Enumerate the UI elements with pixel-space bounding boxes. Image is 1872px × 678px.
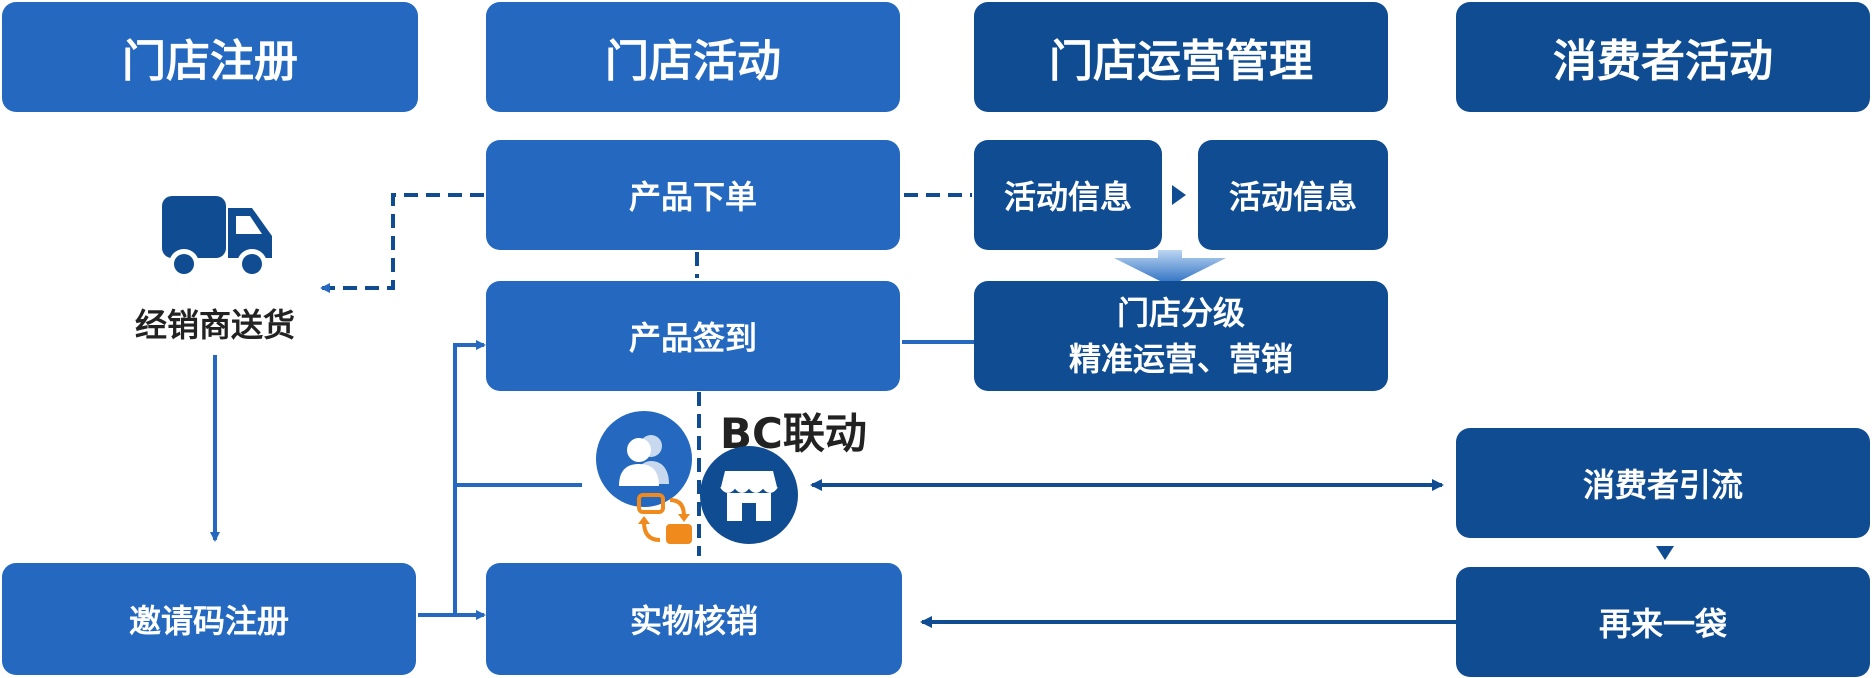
truck-icon: [162, 196, 272, 279]
store-grading-line2: 精准运营、营销: [1068, 340, 1293, 378]
arrow-drainage-to-again: [1656, 546, 1674, 560]
node-store-grading: 门店分级 精准运营、营销: [974, 281, 1388, 391]
node-buy-again: 再来一袋: [1456, 567, 1870, 677]
node-product-order: 产品下单: [486, 140, 900, 250]
store-grading-line1: 门店分级: [1116, 294, 1245, 332]
arrow-info-to-info: [1172, 185, 1186, 205]
node-physical-writeoff: 实物核销: [486, 563, 902, 675]
store-icon: [700, 446, 798, 544]
header-store-operation: 门店运营管理: [974, 2, 1388, 112]
node-consumer-drainage: 消费者引流: [1456, 428, 1870, 538]
line-branch-to-signin: [453, 340, 486, 615]
node-invite-register: 邀请码注册: [2, 563, 416, 675]
node-product-signin: 产品签到: [486, 281, 900, 391]
label-dealer-delivery: 经销商送货: [134, 306, 295, 344]
node-activity-info-1: 活动信息: [974, 140, 1162, 250]
header-consumer-activity: 消费者活动: [1456, 2, 1870, 112]
header-store-activity: 门店活动: [486, 2, 900, 112]
down-arrow-to-grading: [1114, 250, 1226, 286]
users-icon: [596, 411, 692, 507]
dashed-order-to-delivery: [320, 193, 484, 293]
swap-icon: [637, 493, 692, 544]
header-store-register: 门店注册: [2, 2, 418, 112]
node-activity-info-2: 活动信息: [1198, 140, 1388, 250]
